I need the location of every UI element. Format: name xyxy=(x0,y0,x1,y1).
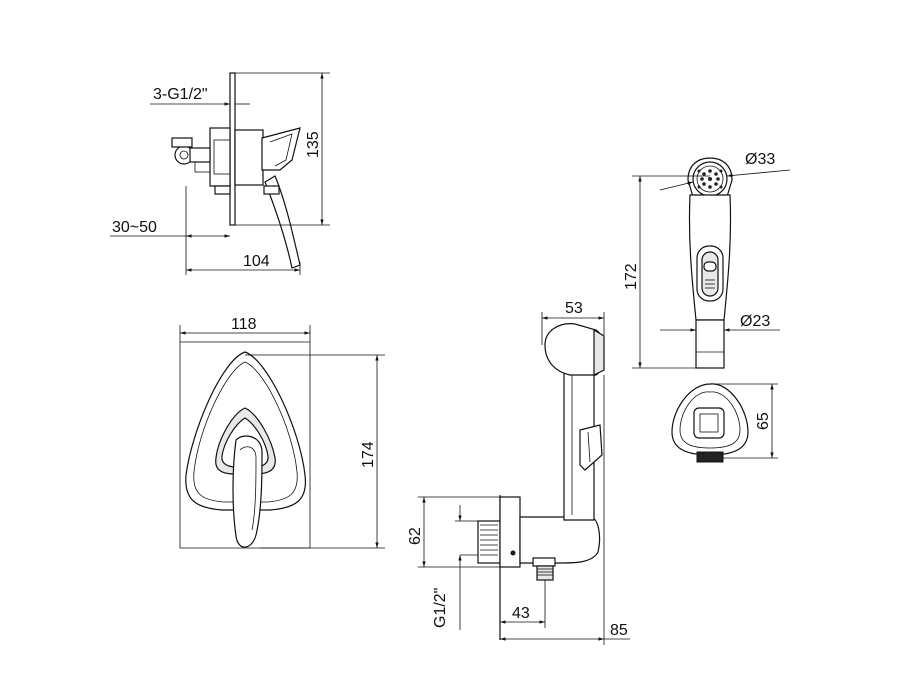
dim-holder-depth: 85 xyxy=(500,375,630,645)
dim-shower-length: 172 xyxy=(623,175,710,369)
holder-depth-label: 85 xyxy=(610,622,628,639)
dim-head-diameter: Ø33 xyxy=(659,151,791,191)
wall-depth-label: 30~50 xyxy=(112,219,157,236)
plate-height-label: 174 xyxy=(360,441,377,468)
dim-elbow-thread: G1/2" xyxy=(432,505,478,630)
dim-elbow-height: 62 xyxy=(407,496,500,568)
mixer-front-view xyxy=(179,341,311,549)
elbow-height-label: 62 xyxy=(407,527,424,545)
holder-elbow-view xyxy=(477,323,605,640)
dim-elbow-offset: 43 xyxy=(500,580,546,628)
dim-plate-width: 118 xyxy=(179,316,311,342)
shower-length-label: 172 xyxy=(623,263,640,290)
handle-diameter-label: Ø23 xyxy=(740,313,770,330)
plate-width-label: 118 xyxy=(231,316,257,333)
holder-width-label: 53 xyxy=(565,300,583,317)
dim-side-height: 135 xyxy=(235,72,330,226)
elbow-offset-label: 43 xyxy=(512,605,530,622)
dim-holder-width: 53 xyxy=(541,300,605,345)
side-depth-label: 104 xyxy=(243,253,270,270)
dim-plate-height: 174 xyxy=(245,354,385,549)
elbow-thread-label: G1/2" xyxy=(432,588,449,628)
inlet-thread-label: 3-G1/2" xyxy=(153,86,208,103)
side-height-label: 135 xyxy=(305,131,322,158)
dim-inlet-thread: 3-G1/2" xyxy=(150,86,250,106)
mixer-side-view xyxy=(171,72,301,269)
dim-handle-diameter: Ø23 xyxy=(660,313,780,332)
dim-side-depth: 104 xyxy=(186,253,301,275)
head-diameter-label: Ø33 xyxy=(745,151,775,168)
hand-shower-view xyxy=(687,157,733,369)
holder-bracket-view xyxy=(671,383,749,463)
dim-wall-depth: 30~50 xyxy=(110,186,230,275)
dim-bracket-height: 65 xyxy=(710,383,778,459)
bracket-height-label: 65 xyxy=(755,412,772,430)
